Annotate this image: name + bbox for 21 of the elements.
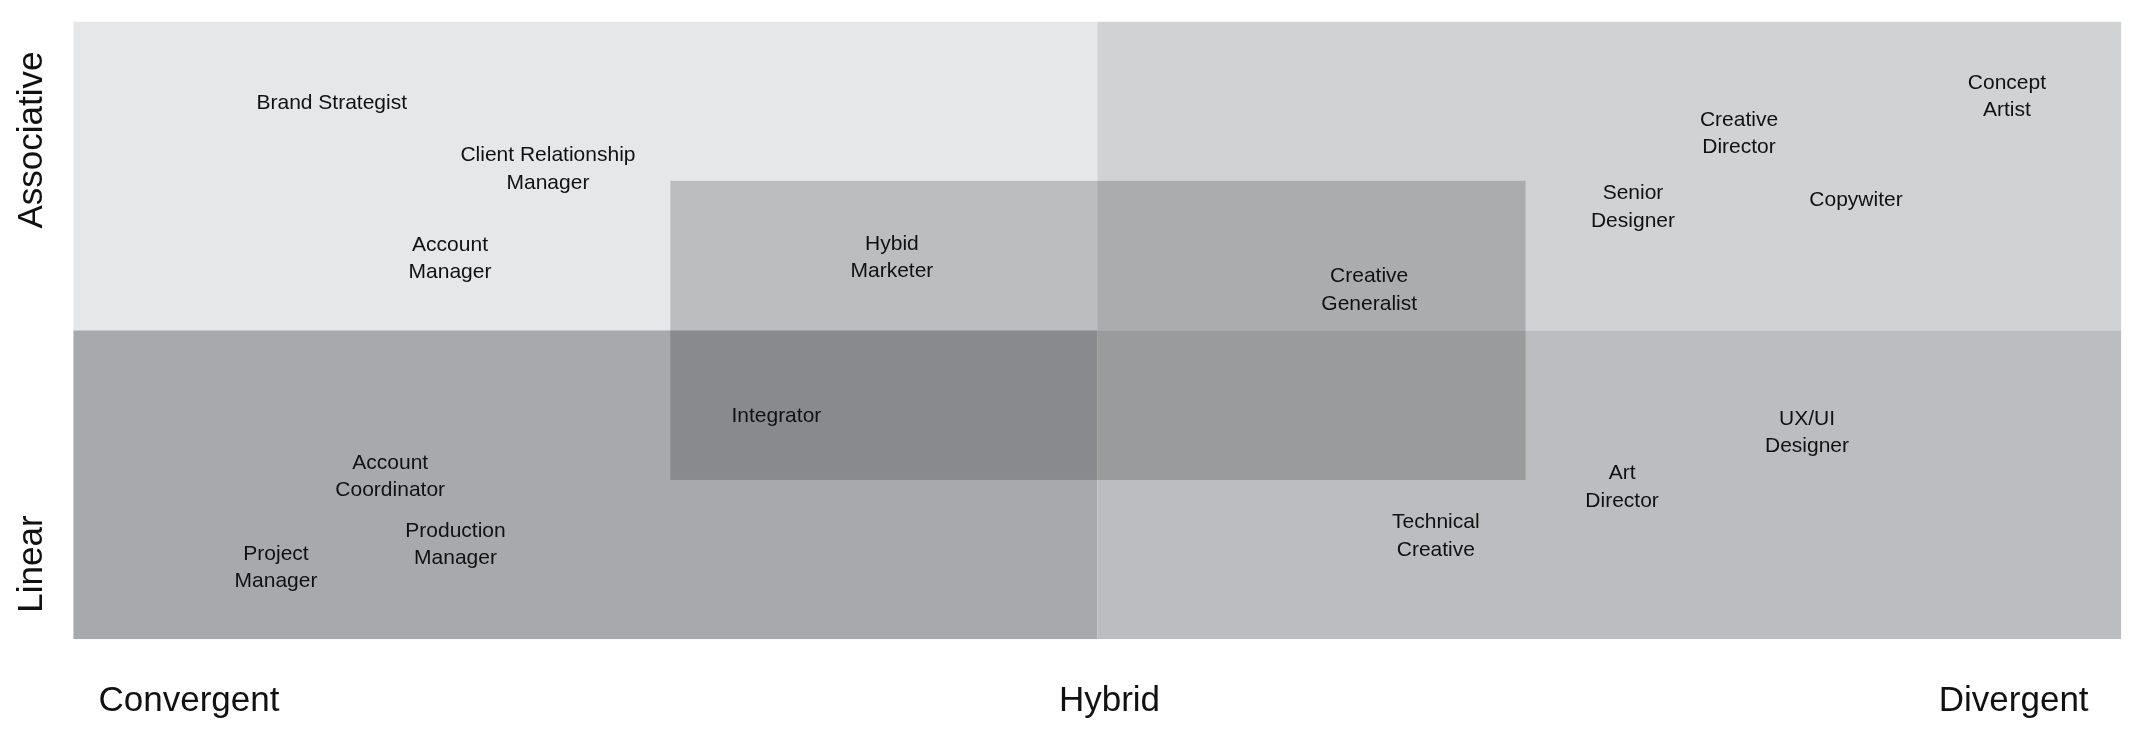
axis-label: Associative <box>9 51 51 229</box>
role-label: UX/UI Designer <box>1764 404 1851 458</box>
axis-label: Convergent <box>98 678 280 721</box>
role-label: Hybid Marketer <box>849 229 935 283</box>
role-label: Copywiter <box>1808 185 1904 212</box>
role-label: Account Manager <box>407 230 493 284</box>
role-label: Senior Designer <box>1589 179 1676 233</box>
role-label: Integrator <box>730 402 823 429</box>
axis-label: Hybrid <box>1058 678 1161 721</box>
role-label: Art Director <box>1584 459 1660 513</box>
role-label: Client Relationship Manager <box>459 140 637 195</box>
axis-label: Divergent <box>1938 678 2089 721</box>
role-label: Brand Strategist <box>255 89 409 116</box>
role-label: Concept Artist <box>1966 68 2047 123</box>
role-label: Creative Director <box>1698 105 1780 159</box>
role-label: Account Coordinator <box>334 448 447 502</box>
axis-label: Linear <box>9 515 51 613</box>
role-label: Creative Generalist <box>1320 261 1419 316</box>
role-label: Technical Creative <box>1391 508 1481 562</box>
role-label: Project Manager <box>233 539 319 593</box>
role-label: Production Manager <box>404 516 507 570</box>
